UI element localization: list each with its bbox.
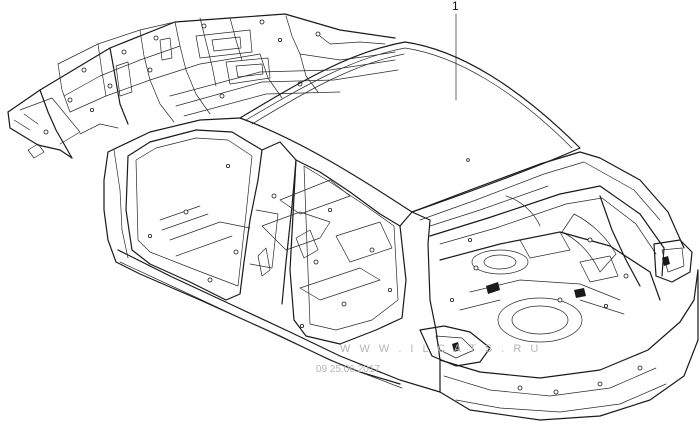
side-frame	[103, 117, 441, 393]
callout-1: 1	[452, 0, 459, 101]
rear-structure	[411, 151, 699, 421]
watermark: W W W . I L C A T S . R U 09 25.06.2017	[316, 343, 541, 375]
watermark-site: W W W . I L C A T S . R U	[340, 343, 541, 355]
callout-number: 1	[452, 0, 459, 13]
roof-panel	[239, 41, 581, 213]
front-structure	[7, 13, 399, 159]
watermark-date: 09 25.06.2017	[316, 364, 380, 375]
